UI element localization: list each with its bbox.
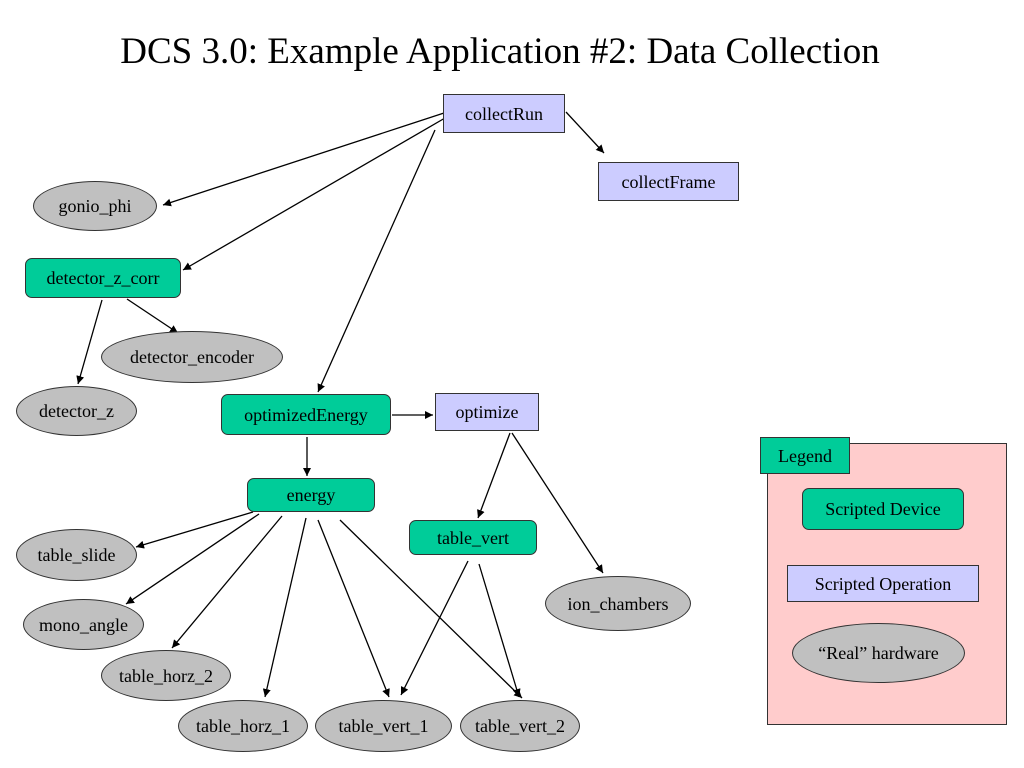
edge-table_vert-to-table_vert_2: [478, 563, 521, 698]
node-energy: energy: [247, 478, 375, 512]
legend-title: Legend: [760, 437, 850, 474]
edge-optimize-to-table_vert: [477, 432, 511, 519]
node-table_vert_2: table_vert_2: [460, 700, 580, 752]
node-collectRun: collectRun: [443, 94, 565, 133]
legend-item-real-hardware: “Real” hardware: [792, 623, 965, 683]
edge-collectRun-to-collectFrame: [565, 111, 605, 154]
node-table_vert: table_vert: [409, 520, 537, 555]
node-table_vert_1: table_vert_1: [315, 700, 452, 752]
legend-item-scripted-device: Scripted Device: [802, 488, 964, 530]
node-optimize: optimize: [435, 393, 539, 431]
node-detector_z_corr: detector_z_corr: [25, 258, 181, 298]
legend-item-scripted-operation: Scripted Operation: [787, 565, 979, 602]
edge-energy-to-table_vert_1: [317, 519, 390, 698]
edge-collectRun-to-gonio_phi: [162, 112, 445, 207]
node-table_horz_2: table_horz_2: [101, 650, 231, 701]
node-mono_angle: mono_angle: [23, 599, 144, 650]
edge-table_vert-to-table_vert_1: [400, 560, 469, 696]
edge-collectRun-to-optimizedEnergy: [317, 129, 436, 393]
edge-energy-to-table_vert_2: [339, 519, 523, 699]
node-table_slide: table_slide: [16, 529, 137, 581]
edge-detector_z_corr-to-detector_z: [76, 299, 103, 385]
node-optimizedEnergy: optimizedEnergy: [221, 394, 391, 435]
edge-collectRun-to-detector_z_corr: [182, 117, 446, 271]
edge-optimize-to-ion_chambers: [511, 432, 604, 574]
node-table_horz_1: table_horz_1: [178, 700, 308, 752]
node-detector_z: detector_z: [16, 386, 137, 436]
node-collectFrame: collectFrame: [598, 162, 739, 201]
node-gonio_phi: gonio_phi: [33, 181, 157, 231]
node-ion_chambers: ion_chambers: [545, 576, 691, 631]
edge-energy-to-table_horz_2: [171, 515, 283, 649]
diagram-title: DCS 3.0: Example Application #2: Data Co…: [120, 31, 880, 72]
edge-energy-to-table_slide: [135, 511, 254, 549]
node-detector_encoder: detector_encoder: [101, 331, 283, 383]
edge-detector_z_corr-to-detector_encoder: [126, 298, 179, 334]
edge-energy-to-table_horz_1: [262, 517, 307, 698]
edge-energy-to-mono_angle: [125, 513, 260, 605]
